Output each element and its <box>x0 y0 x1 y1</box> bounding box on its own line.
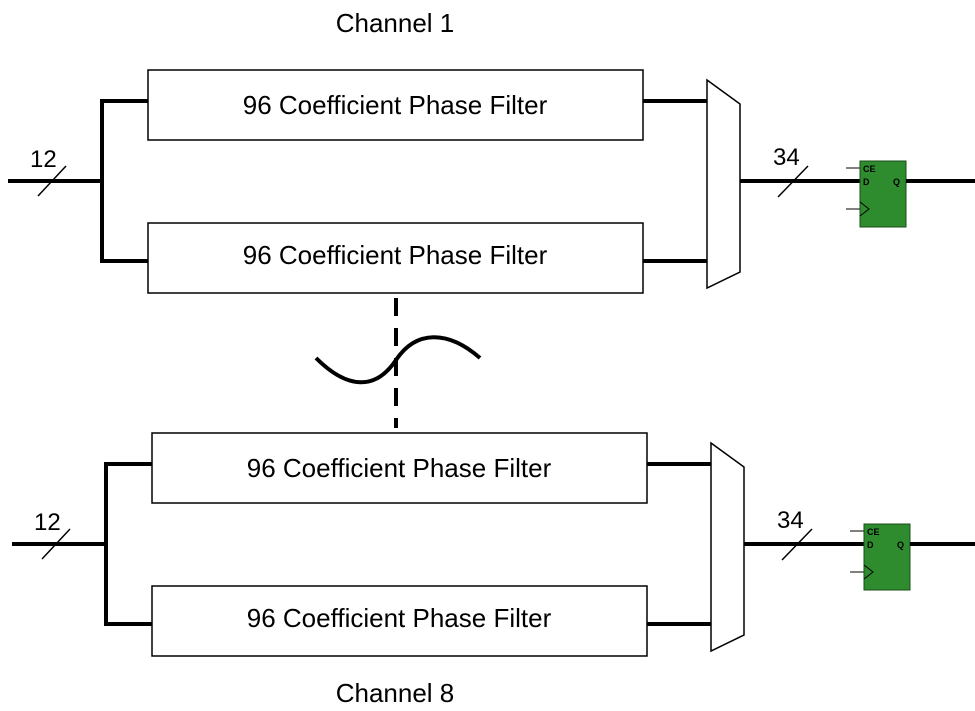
channel-8-filter-label-1: 96 Coefficient Phase Filter <box>247 453 552 483</box>
channel-1-filter-label-2: 96 Coefficient Phase Filter <box>243 240 548 270</box>
channel-1-mux <box>706 78 741 290</box>
channel-1-input-width: 12 <box>30 146 57 173</box>
channel-8-ff-q-label: Q <box>897 540 904 550</box>
channel-8-filter-box-1 <box>151 432 648 504</box>
channel-8: 12 96 Coefficient Phase Filter 96 Coeffi… <box>12 432 975 708</box>
channel-8-ff-ce-label: CE <box>867 527 880 537</box>
channel-1-ff-body <box>859 160 907 228</box>
channel-1-output-width: 34 <box>773 144 800 171</box>
channel-8-output-bus-slash <box>781 528 813 561</box>
channel-8-input-fork <box>104 462 152 626</box>
channel-8-input-width: 12 <box>34 509 61 536</box>
channel-8-ff-body <box>863 523 911 591</box>
channel-1-flipflop: CE D Q <box>846 160 907 228</box>
channel-1-ff-clock-icon <box>859 201 870 217</box>
channel-1-ff-d-label: D <box>863 177 870 187</box>
channel-1-ff-ce-label: CE <box>863 164 876 174</box>
channel-8-flipflop: CE D Q <box>850 523 911 591</box>
channel-1-input-bus-slash <box>37 165 67 197</box>
channel-1-filter-box-1 <box>147 69 644 141</box>
channel-8-filter-box-2 <box>151 585 648 657</box>
channel-1-ff-q-label: Q <box>893 177 900 187</box>
channel-8-input-bus-slash <box>41 528 71 560</box>
channel-8-title: Channel 8 <box>336 678 455 708</box>
channel-1-filter-label-1: 96 Coefficient Phase Filter <box>243 90 548 120</box>
channel-8-output-width: 34 <box>777 507 804 534</box>
channel-1-filter-box-2 <box>147 222 644 294</box>
channel-8-ff-clock-icon <box>863 564 874 580</box>
channel-1-title: Channel 1 <box>336 8 455 38</box>
channel-1-output-bus-slash <box>777 165 809 198</box>
channel-8-ff-d-label: D <box>867 540 874 550</box>
channel-1: Channel 1 12 96 Coefficient Phase Filter… <box>8 8 975 294</box>
channel-8-mux <box>710 441 745 653</box>
sine-wave-icon <box>314 335 482 385</box>
channel-8-filter-label-2: 96 Coefficient Phase Filter <box>247 603 552 633</box>
channel-1-input-fork <box>100 99 148 263</box>
